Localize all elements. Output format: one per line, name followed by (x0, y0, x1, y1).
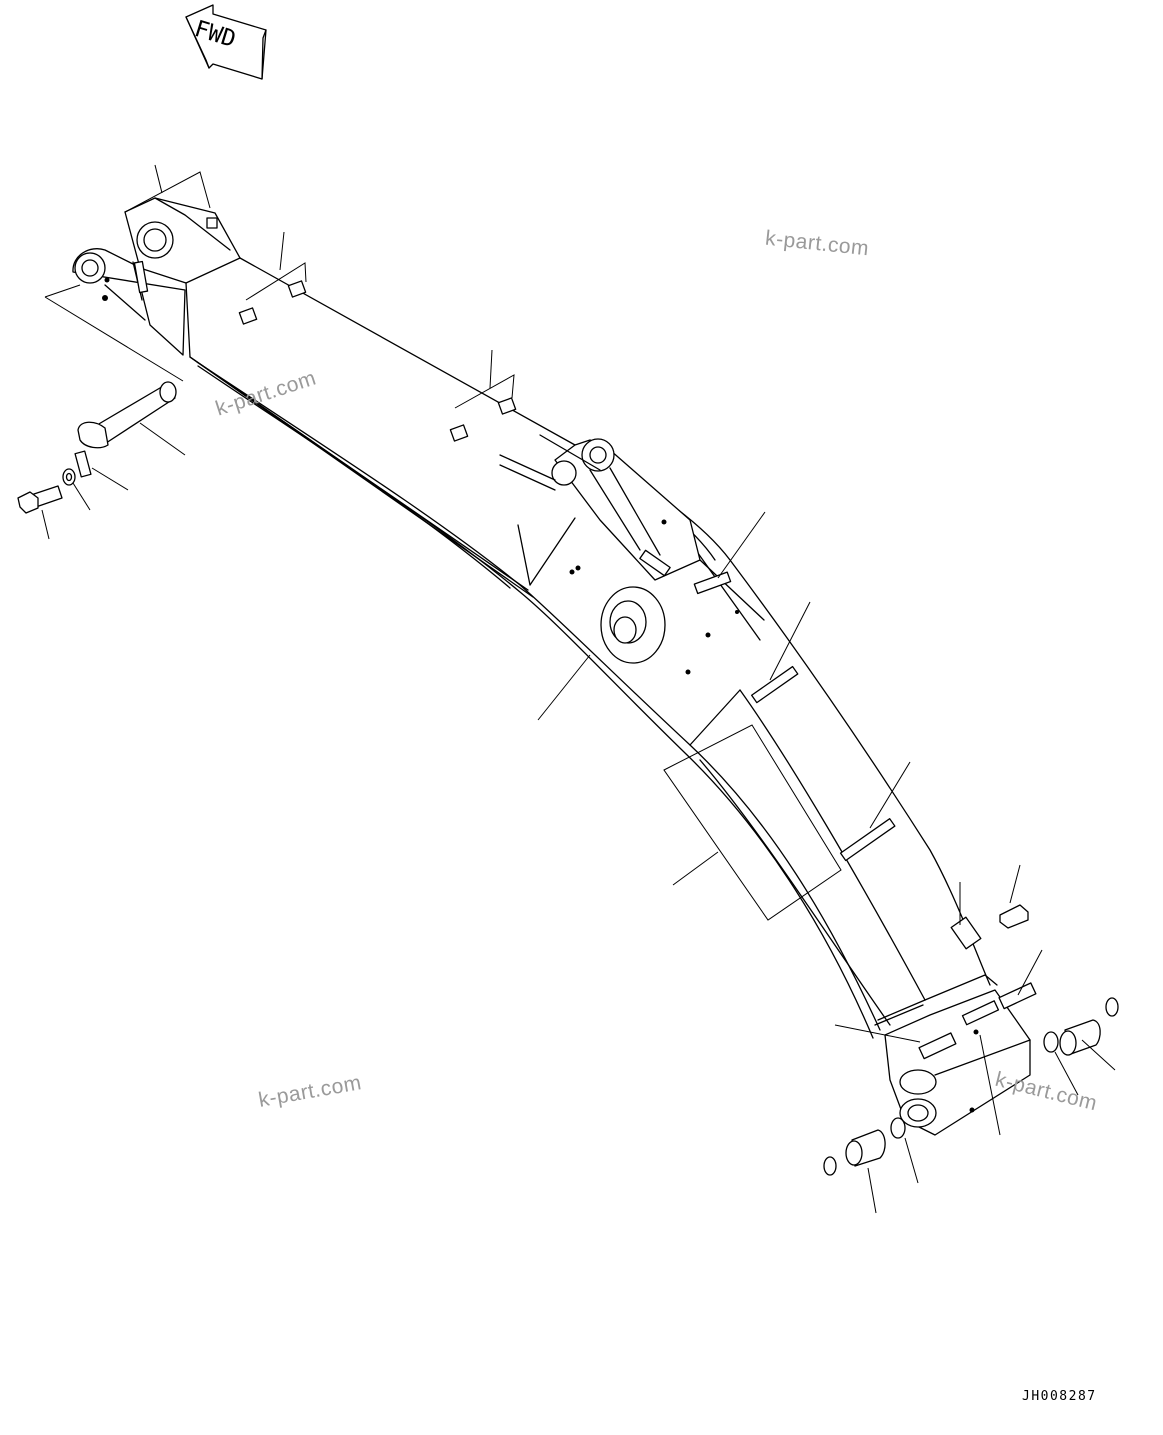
clamp-brackets (206, 217, 1037, 1060)
leader-lines (41, 164, 1116, 1214)
drawing-id: JH008287 (1022, 1389, 1097, 1404)
fwd-arrow-icon (185, 4, 267, 80)
loose-parts (17, 381, 1119, 1176)
boom-body (72, 197, 1031, 1136)
